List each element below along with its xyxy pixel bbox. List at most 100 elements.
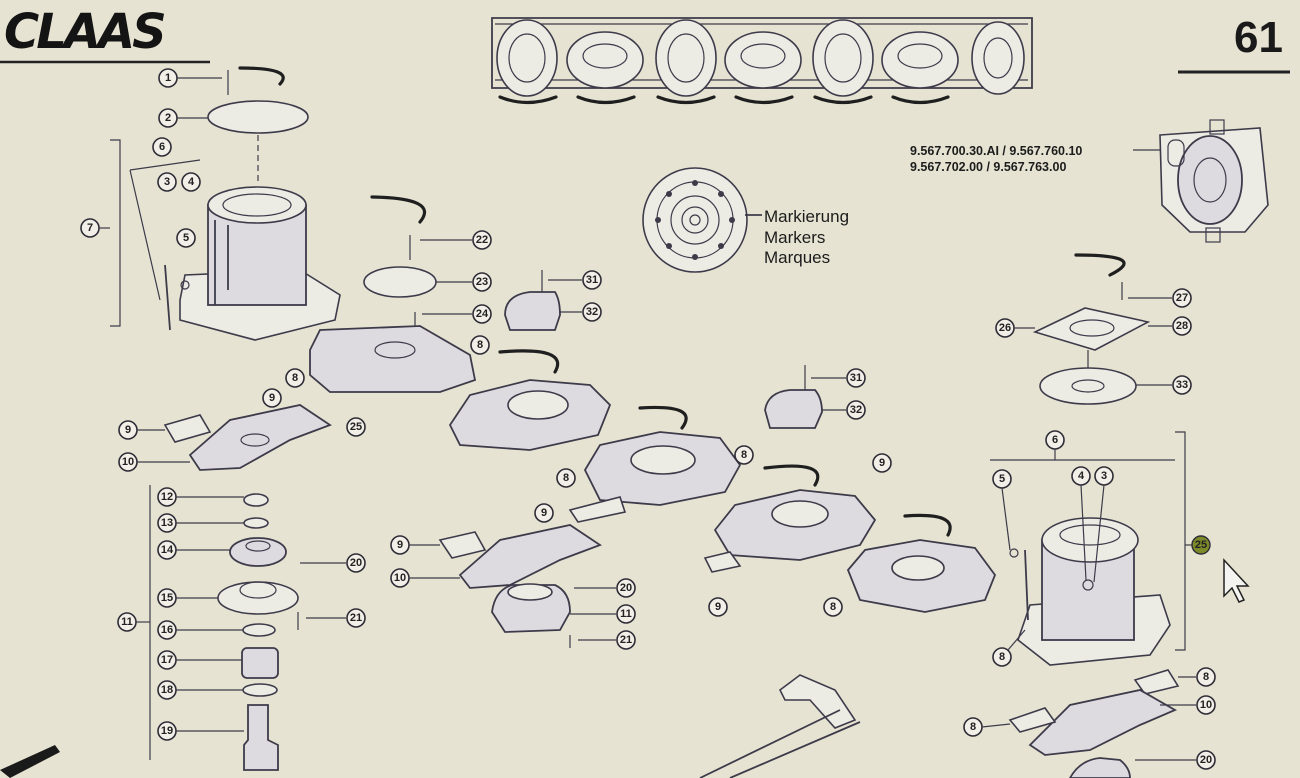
upper-disc-plate-1 xyxy=(309,195,477,393)
callout-5-b: 5 xyxy=(992,469,1012,551)
mouse-cursor-icon xyxy=(1223,558,1250,603)
callout-18: 18 xyxy=(157,680,243,700)
callout-8-b: 8 xyxy=(285,368,305,388)
callout-8-c: 8 xyxy=(556,468,576,488)
page-fragment-bottom-left xyxy=(0,745,60,778)
gearbox-end-view xyxy=(1133,119,1269,243)
callout-3-b: 3 xyxy=(1093,466,1114,583)
cutter-knife-right xyxy=(1008,669,1180,778)
svg-text:12: 12 xyxy=(161,491,173,503)
part-number-line-1: 9.567.700.30.AI / 9.567.760.10 xyxy=(910,144,1082,158)
svg-text:6: 6 xyxy=(159,141,165,153)
callout-9-c: 9 xyxy=(872,453,892,473)
svg-text:10: 10 xyxy=(122,456,134,468)
callout-14: 14 xyxy=(157,540,230,560)
callout-9-a: 9 xyxy=(262,388,282,408)
callout-8-g: 8 xyxy=(1178,667,1216,687)
svg-text:27: 27 xyxy=(1176,292,1188,304)
callout-31-b: 31 xyxy=(811,368,866,388)
svg-text:9: 9 xyxy=(879,457,885,469)
callout-4: 4 xyxy=(181,172,201,192)
svg-text:8: 8 xyxy=(292,372,298,384)
svg-text:3: 3 xyxy=(1101,470,1107,482)
callout-9-d: 9 xyxy=(534,503,554,523)
cutting-disc-5 xyxy=(846,513,997,613)
callout-19: 19 xyxy=(157,721,244,741)
marker-label-fr: Marques xyxy=(764,248,830,267)
marker-label-de: Markierung xyxy=(764,207,849,226)
svg-text:8: 8 xyxy=(563,472,569,484)
svg-text:9: 9 xyxy=(397,539,403,551)
svg-text:31: 31 xyxy=(586,274,598,286)
svg-text:9: 9 xyxy=(715,601,721,613)
page-number: 61 xyxy=(1234,13,1283,62)
svg-text:10: 10 xyxy=(394,572,406,584)
callout-27: 27 xyxy=(1128,288,1192,308)
callout-9-e: 9 xyxy=(390,535,440,555)
svg-text:9: 9 xyxy=(125,424,131,436)
svg-text:20: 20 xyxy=(1200,754,1212,766)
cutting-disc-2 xyxy=(448,349,612,451)
callout-2: 2 xyxy=(158,108,208,128)
svg-text:8: 8 xyxy=(830,601,836,613)
svg-text:5: 5 xyxy=(183,232,189,244)
cutting-disc-4 xyxy=(703,464,877,573)
callout-23: 23 xyxy=(436,272,492,292)
callout-24: 24 xyxy=(422,304,492,324)
callout-6-b: 6 xyxy=(1045,430,1065,460)
svg-text:13: 13 xyxy=(161,517,173,529)
callout-9-f: 9 xyxy=(708,597,728,617)
svg-text:33: 33 xyxy=(1176,379,1188,391)
svg-text:6: 6 xyxy=(1052,434,1058,446)
svg-text:5: 5 xyxy=(999,473,1005,485)
mower-bar-overview xyxy=(491,17,1033,105)
svg-text:7: 7 xyxy=(87,222,93,234)
svg-text:25: 25 xyxy=(1195,539,1207,551)
svg-text:19: 19 xyxy=(161,725,173,737)
callout-8-a: 8 xyxy=(470,335,490,355)
svg-text:24: 24 xyxy=(476,308,489,320)
callout-17: 17 xyxy=(157,650,242,670)
svg-text:16: 16 xyxy=(161,624,173,636)
callout-20-a: 20 xyxy=(300,553,366,573)
callout-28: 28 xyxy=(1148,316,1192,336)
drive-shaft-bottom xyxy=(699,674,861,778)
callout-31: 31 xyxy=(548,270,602,290)
svg-text:31: 31 xyxy=(850,372,862,384)
callout-12: 12 xyxy=(157,487,244,507)
svg-text:25: 25 xyxy=(350,421,362,433)
callout-1: 1 xyxy=(158,68,222,88)
callout-26: 26 xyxy=(995,318,1035,338)
callout-13: 13 xyxy=(157,513,244,533)
callout-21-b: 21 xyxy=(578,630,636,650)
callout-3: 3 xyxy=(157,172,177,192)
callout-10-a: 10 xyxy=(118,452,190,472)
dome-cap-lower xyxy=(764,365,823,429)
callout-20-b: 20 xyxy=(574,578,636,598)
part-number-line-2: 9.567.702.00 / 9.567.763.00 xyxy=(910,160,1066,174)
svg-text:9: 9 xyxy=(269,392,275,404)
marker-label-en: Markers xyxy=(764,228,825,247)
callout-15: 15 xyxy=(157,588,218,608)
svg-text:4: 4 xyxy=(188,176,195,188)
callout-10-c: 10 xyxy=(1160,695,1216,715)
svg-text:21: 21 xyxy=(350,612,362,624)
callout-25-a: 25 xyxy=(346,417,366,437)
callout-20-c: 20 xyxy=(1135,750,1216,770)
callout-10-b: 10 xyxy=(390,568,460,588)
callout-22: 22 xyxy=(420,230,492,250)
dome-cap-upper xyxy=(504,270,561,331)
callout-8-f: 8 xyxy=(992,629,1026,667)
svg-text:32: 32 xyxy=(586,306,598,318)
cutter-knife-left xyxy=(163,404,332,471)
svg-text:3: 3 xyxy=(164,176,170,188)
callout-8-d: 8 xyxy=(734,445,754,465)
svg-text:4: 4 xyxy=(1078,470,1085,482)
callout-21-a: 21 xyxy=(306,608,366,628)
svg-text:28: 28 xyxy=(1176,320,1188,332)
svg-text:14: 14 xyxy=(161,544,174,556)
callout-11-b: 11 xyxy=(570,604,636,624)
callout-9-b: 9 xyxy=(118,420,165,440)
callout-25-b-highlighted: 25 xyxy=(1185,535,1211,555)
